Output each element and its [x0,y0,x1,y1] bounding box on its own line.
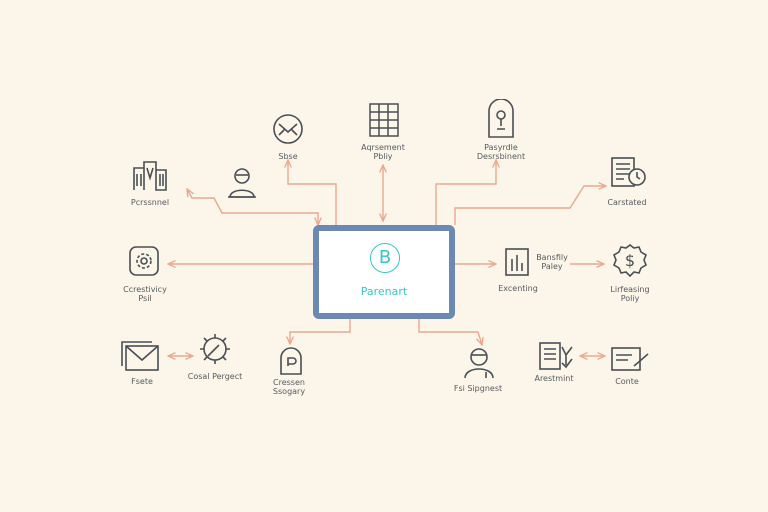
user-desk-icon[interactable] [226,166,258,200]
wrench-gear-icon[interactable] [198,332,232,366]
central-hub-window[interactable]: B Parenart [313,225,455,319]
hub-logo-icon: B [370,243,400,273]
node-label-cressen: Cressen Ssogary [272,378,306,396]
node-label-sbse: Sbse [278,152,298,161]
office-building-icon[interactable] [132,158,168,192]
grid-calendar-icon[interactable] [368,102,400,138]
node-label-personnel: Pcrssnnel [130,198,170,207]
node-label-carestivity: Ccrestivicy Psil [123,285,167,303]
svg-text:$: $ [625,251,635,270]
node-label-excenting: Excenting [498,284,538,293]
node-label-pasyrdle: Pasyrdle Desrsbinent [476,143,526,161]
node-label-agreement: Aqrsement Pbliy [361,143,405,161]
hub-title: Parenart [360,285,408,298]
node-label-linfeasing: Lirfeasing Poliy [610,285,650,303]
node-label-conte: Conte [615,377,639,386]
connector-fsi [418,319,482,345]
node-label-fsete: Fsete [131,377,153,386]
lock-device-icon[interactable] [484,99,518,139]
lock-shield-icon[interactable] [278,346,304,376]
node-label-aresmint: Arestmint [534,374,574,383]
node-label-cosal: Cosal Pergect [187,372,243,381]
node-label-carstated: Carstated [607,198,647,207]
node-label-fsi: Fsi Sipgnest [453,384,503,393]
mail-icon[interactable] [120,340,160,372]
connector-sbse [288,160,337,225]
dollar-circle-icon[interactable]: $ [612,243,648,279]
connector-carstated [454,186,606,225]
bar-chart-icon[interactable] [504,247,532,277]
node-label-bansfily: Bansfily Paley [536,253,568,271]
pen-note-icon[interactable] [610,346,650,372]
settings-gear-icon[interactable] [128,245,160,277]
connector-cressen [290,319,351,344]
checklist-icon[interactable] [538,341,574,371]
document-clock-icon[interactable] [610,156,646,190]
connector-personnel [187,189,318,225]
connector-pasyrdle [435,160,496,225]
user-support-icon[interactable] [462,346,496,380]
envelope-circle-icon[interactable] [272,113,304,145]
